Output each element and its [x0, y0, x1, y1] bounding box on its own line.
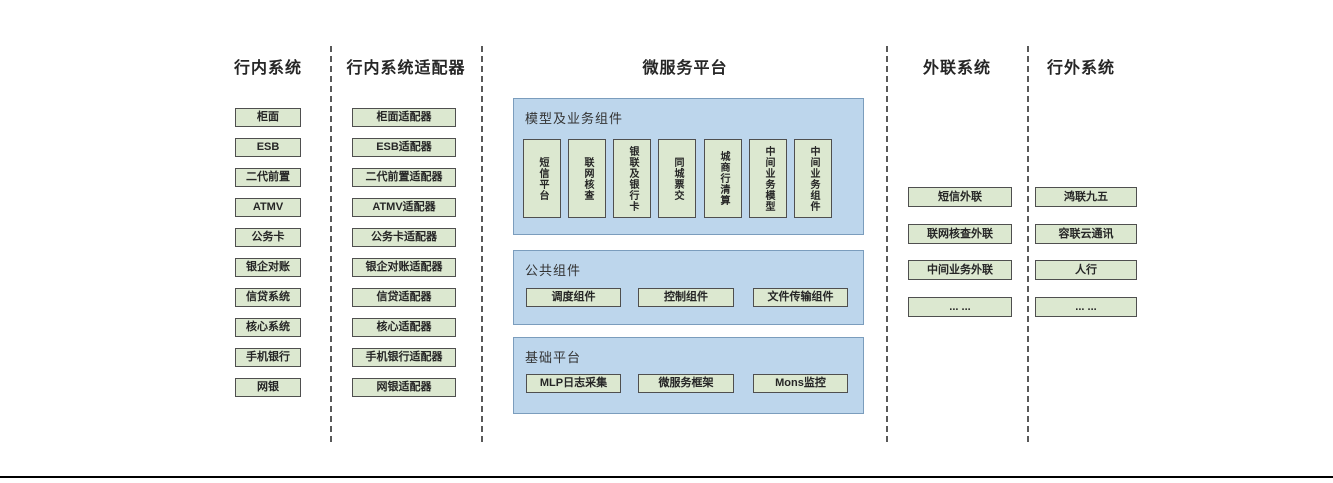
component-box-unionpay-bankcard: 银联及银行卡 [613, 139, 651, 218]
header-inbank-adapters: 行内系统适配器 [346, 60, 466, 77]
inbank-box-guimian: 柜面 [235, 108, 301, 127]
adapter-box-atmv: ATMV适配器 [352, 198, 456, 217]
adapter-box-hexin: 核心适配器 [352, 318, 456, 337]
external-box-ellipsis: ... ... [908, 297, 1012, 317]
divider-2 [481, 46, 483, 442]
outside-box-ellipsis: ... ... [1035, 297, 1137, 317]
inbank-box-xindai: 信贷系统 [235, 288, 301, 307]
component-label: 同城票交 [672, 156, 683, 201]
component-box-city-bill-exchange: 同城票交 [658, 139, 696, 218]
panel-common-components: 公共组件 调度组件 控制组件 文件传输组件 [513, 250, 864, 325]
bottom-rule [0, 476, 1333, 478]
component-box-control: 控制组件 [638, 288, 734, 307]
adapter-box-wangyin: 网银适配器 [352, 378, 456, 397]
component-box-sms-platform: 短信平台 [523, 139, 561, 218]
outside-box-pboc: 人行 [1035, 260, 1137, 280]
header-inbank-systems: 行内系统 [233, 60, 302, 77]
header-external-systems: 外联系统 [922, 60, 991, 77]
component-box-intermediate-business-model: 中间业务模型 [749, 139, 787, 218]
adapter-box-yinqi-duizhang: 银企对账适配器 [352, 258, 456, 277]
panel-title: 模型及业务组件 [525, 111, 624, 126]
panel-title: 公共组件 [525, 263, 582, 278]
component-label: 联网核查 [582, 156, 593, 201]
component-box-intermediate-business-component: 中间业务组件 [794, 139, 832, 218]
adapter-box-esb: ESB适配器 [352, 138, 456, 157]
adapter-box-xindai: 信贷适配器 [352, 288, 456, 307]
component-box-mons-monitoring: Mons监控 [753, 374, 848, 393]
component-label: 中间业务模型 [763, 145, 774, 212]
inbank-box-erdai-qianzhi: 二代前置 [235, 168, 301, 187]
inbank-box-esb: ESB [235, 138, 301, 157]
panel-base-platform: 基础平台 MLP日志采集 微服务框架 Mons监控 [513, 337, 864, 414]
panel-model-business-components: 模型及业务组件 短信平台 联网核查 银联及银行卡 同城票交 城商行清算 中间业务… [513, 98, 864, 235]
panel-title: 基础平台 [525, 350, 582, 365]
inbank-box-gongwuka: 公务卡 [235, 228, 301, 247]
adapter-box-shouji-yinhang: 手机银行适配器 [352, 348, 456, 367]
header-microservice-platform: 微服务平台 [642, 60, 728, 77]
component-label: 短信平台 [537, 156, 548, 201]
inbank-box-shouji-yinhang: 手机银行 [235, 348, 301, 367]
component-box-file-transfer: 文件传输组件 [753, 288, 848, 307]
divider-4 [1027, 46, 1029, 442]
component-box-mlp-log-collection: MLP日志采集 [526, 374, 621, 393]
adapter-box-erdai-qianzhi: 二代前置适配器 [352, 168, 456, 187]
inbank-box-wangyin: 网银 [235, 378, 301, 397]
divider-1 [330, 46, 332, 442]
component-box-network-check: 联网核查 [568, 139, 606, 218]
divider-3 [886, 46, 888, 442]
adapter-box-gongwuka: 公务卡适配器 [352, 228, 456, 247]
component-box-scheduling: 调度组件 [526, 288, 621, 307]
external-box-sms: 短信外联 [908, 187, 1012, 207]
inbank-box-atmv: ATMV [235, 198, 301, 217]
external-box-intermediate-business: 中间业务外联 [908, 260, 1012, 280]
outside-box-honglian95: 鸿联九五 [1035, 187, 1137, 207]
component-box-microservice-framework: 微服务框架 [638, 374, 734, 393]
inbank-box-hexin: 核心系统 [235, 318, 301, 337]
component-label: 银联及银行卡 [627, 145, 638, 212]
inbank-box-yinqi-duizhang: 银企对账 [235, 258, 301, 277]
outside-box-ronglian-cloud: 容联云通讯 [1035, 224, 1137, 244]
component-label: 城商行清算 [718, 151, 729, 206]
component-box-city-bank-clearing: 城商行清算 [704, 139, 742, 218]
component-label: 中间业务组件 [808, 145, 819, 212]
header-outside-systems: 行外系统 [1046, 60, 1115, 77]
adapter-box-guimian: 柜面适配器 [352, 108, 456, 127]
external-box-network-check: 联网核查外联 [908, 224, 1012, 244]
